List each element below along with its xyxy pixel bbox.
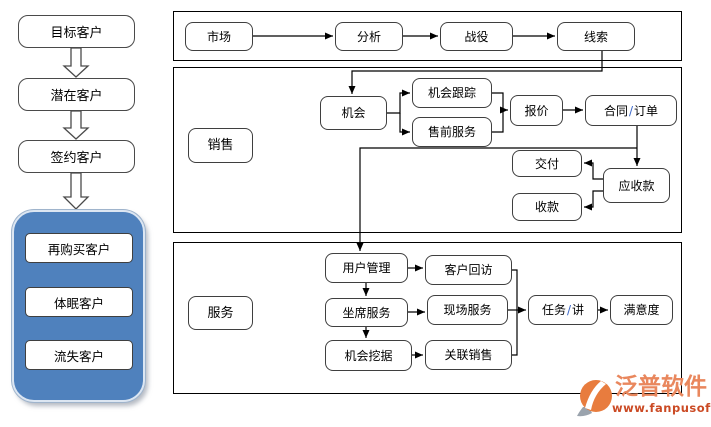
slash-accent: /: [566, 303, 572, 317]
node-label: 任务: [541, 303, 566, 317]
node-label: 交付: [534, 156, 559, 171]
flow-node-campaign: 战役: [440, 22, 513, 51]
node-label: 报价: [524, 103, 549, 118]
flow-node-collection: 收款: [512, 193, 582, 221]
funnel-stage-label: 潜在客户: [50, 89, 103, 104]
node-label: 服务: [207, 305, 234, 321]
block-arrow-1: [62, 47, 90, 78]
node-label: 关联销售: [444, 348, 493, 362]
flow-node-opportunity: 机会: [320, 96, 387, 130]
flow-node-leads: 线索: [557, 22, 635, 51]
node-label: 分析: [356, 29, 381, 44]
vendor-logo-url: www.fanpusoft.com: [612, 401, 711, 415]
slash-accent: /: [628, 103, 634, 118]
flow-node-agent-service: 坐席服务: [325, 298, 408, 327]
funnel-stage-potential-customer: 潜在客户: [18, 78, 135, 111]
node-label: 满意度: [623, 303, 660, 317]
funnel-stage-target-customer: 目标客户: [18, 15, 135, 48]
edge-receivables-collection: [584, 190, 603, 211]
node-label: 销售: [207, 138, 234, 153]
edge-tracking-quotation: [492, 92, 508, 114]
node-label: 收款: [534, 200, 559, 214]
flow-node-presales-service: 售前服务: [412, 117, 492, 147]
node-label: 机会跟踪: [427, 86, 476, 100]
retention-label: 体眠客户: [53, 295, 104, 311]
section-label-service: 服务: [188, 296, 253, 330]
fanpu-logo-icon: [577, 380, 612, 417]
flow-node-quotation: 报价: [510, 95, 563, 126]
edge-leads-opportunity: [348, 50, 603, 94]
node-label: 市场: [206, 29, 231, 44]
funnel-stage-label: 签约客户: [50, 151, 103, 166]
node-label: 机会挖据: [344, 348, 393, 363]
vendor-logo: 泛普软件 www.fanpusoft.com: [576, 374, 711, 424]
edge-opportunity-tracking: [387, 89, 410, 114]
flow-node-opportunity-mining: 机会挖据: [325, 340, 412, 371]
funnel-stage-label: 目标客户: [50, 26, 103, 41]
node-label: 售前服务: [427, 125, 476, 139]
node-label: 现场服务: [443, 303, 492, 317]
funnel-stage-signed-customer: 签约客户: [18, 140, 135, 173]
flow-node-analysis: 分析: [335, 22, 403, 51]
flow-node-market: 市场: [185, 22, 253, 51]
section-label-sales: 销售: [188, 128, 253, 163]
node-label: 坐席服务: [342, 305, 391, 320]
node-label: 合同: [603, 103, 628, 118]
flow-node-satisfaction: 满意度: [610, 295, 673, 325]
retention-repurchase-customer: 再购买客户: [25, 233, 133, 263]
block-arrow-2: [62, 110, 90, 140]
retention-label: 流失客户: [53, 348, 104, 364]
retention-label: 再购买客户: [47, 241, 111, 257]
node-label: 订单: [634, 103, 659, 118]
edge-opportunity-presales: [399, 113, 410, 136]
edge-service-bracket: [512, 269, 518, 356]
node-label: 线索: [583, 29, 608, 44]
flow-node-task: 任务/讲: [528, 295, 598, 325]
flow-node-contract-order: 合同/订单: [585, 95, 677, 126]
block-arrow-3: [62, 172, 90, 210]
retention-lost-customer: 流失客户: [25, 340, 133, 370]
edge-presales-merge: [492, 110, 504, 133]
node-label: 讲: [572, 303, 585, 317]
node-label: 机会: [341, 106, 366, 120]
retention-dormant-customer: 体眠客户: [25, 287, 133, 317]
flow-node-user-management: 用户管理: [325, 253, 408, 283]
node-label: 应收款: [618, 178, 655, 193]
vendor-logo-text: 泛普软件: [615, 374, 707, 400]
flow-node-delivery: 交付: [512, 150, 582, 177]
node-label: 用户管理: [342, 261, 391, 275]
flow-node-related-sales: 关联销售: [425, 340, 512, 370]
node-label: 战役: [464, 29, 489, 44]
flow-node-onsite-service: 现场服务: [427, 295, 508, 325]
flow-node-customer-visit: 客户回访: [425, 255, 512, 285]
flow-node-receivables: 应收款: [603, 168, 670, 203]
node-label: 客户回访: [444, 263, 493, 277]
flow-node-opportunity-tracking: 机会跟踪: [412, 78, 492, 108]
edge-receivables-delivery: [584, 159, 603, 180]
edge-contract-usermanagement: [356, 147, 637, 251]
